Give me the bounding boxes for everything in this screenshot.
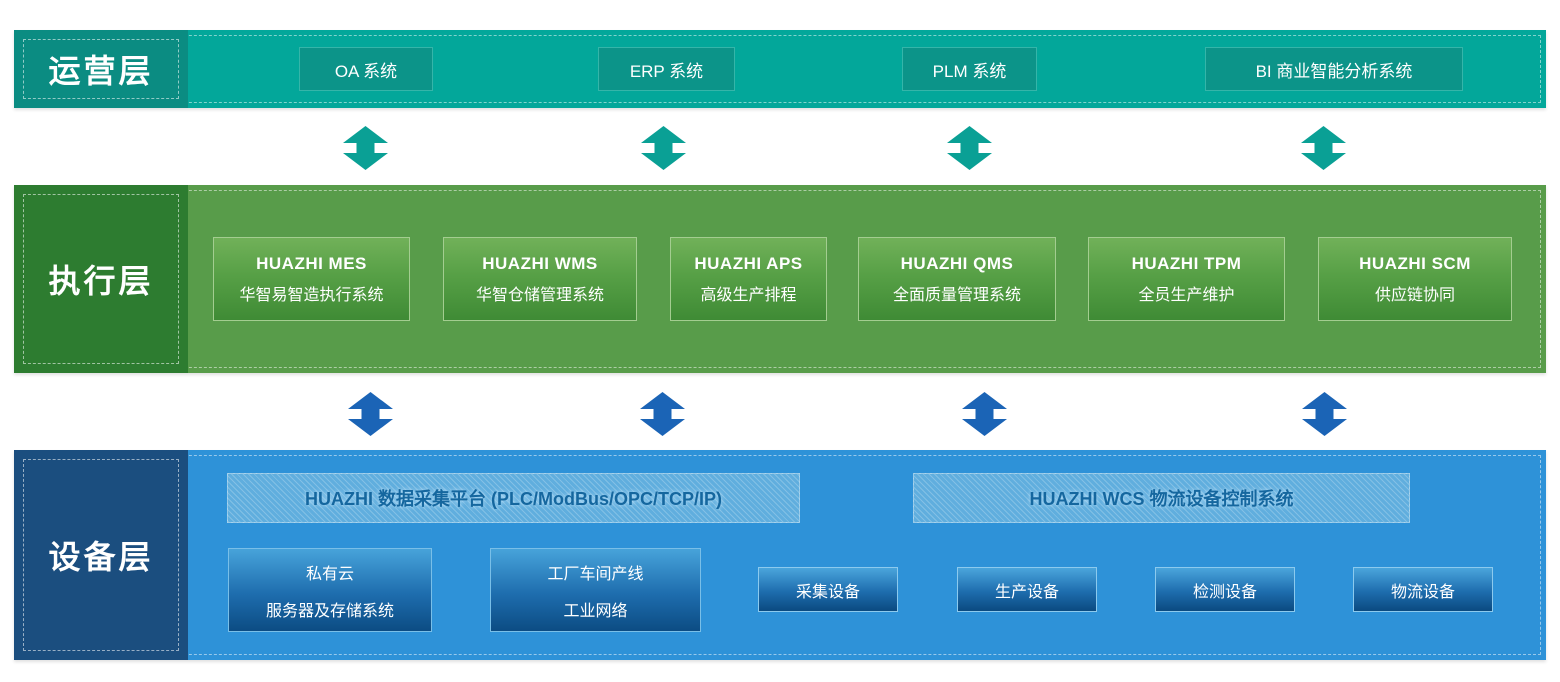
platform-banner-data-collection: HUAZHI 数据采集平台 (PLC/ModBus/OPC/TCP/IP) <box>227 473 800 523</box>
system-box-erp: ERP 系统 <box>598 47 735 91</box>
operations-layer-label: 运营层 <box>14 30 188 108</box>
up-down-arrow-icon <box>348 392 393 436</box>
execution-card-mes-title: HUAZHI MES <box>256 253 367 273</box>
operations-layer-bar: 运营层 OA 系统 ERP 系统 PLM 系统 BI 商业智能分析系统 <box>14 30 1546 108</box>
system-box-oa-label: OA 系统 <box>334 61 398 81</box>
execution-card-aps-title: HUAZHI APS <box>694 253 803 273</box>
device-layer-bar: 设备层 HUAZHI 数据采集平台 (PLC/ModBus/OPC/TCP/IP… <box>14 450 1546 660</box>
infra-card-private-cloud: 私有云 服务器及存储系统 <box>228 548 432 632</box>
device-box-inspection-label: 检测设备 <box>1192 583 1257 601</box>
execution-card-scm: HUAZHI SCM 供应链协同 <box>1318 237 1512 321</box>
up-down-arrow-icon <box>962 392 1007 436</box>
device-box-collection: 采集设备 <box>758 567 898 612</box>
operations-layer-label-text: 运营层 <box>48 53 154 89</box>
infra-card-factory-network-line1: 工厂车间产线 <box>547 565 644 583</box>
execution-layer-label: 执行层 <box>14 185 188 373</box>
execution-card-tpm-title: HUAZHI TPM <box>1131 253 1242 273</box>
up-down-arrow-icon <box>343 126 388 170</box>
execution-card-wms-subtitle: 华智仓储管理系统 <box>475 286 604 304</box>
up-down-arrow-icon <box>640 392 685 436</box>
device-box-production-label: 生产设备 <box>994 583 1059 601</box>
execution-card-qms-subtitle: 全面质量管理系统 <box>892 286 1021 304</box>
device-box-logistics-label: 物流设备 <box>1390 583 1455 601</box>
execution-card-scm-title: HUAZHI SCM <box>1359 253 1471 273</box>
infra-card-factory-network: 工厂车间产线 工业网络 <box>490 548 701 632</box>
execution-card-qms-title: HUAZHI QMS <box>900 253 1014 273</box>
device-layer-label-text: 设备层 <box>48 539 154 575</box>
up-down-arrow-icon <box>947 126 992 170</box>
execution-card-wms-title: HUAZHI WMS <box>482 253 598 273</box>
system-box-plm: PLM 系统 <box>902 47 1037 91</box>
execution-card-wms: HUAZHI WMS 华智仓储管理系统 <box>443 237 637 321</box>
up-down-arrow-icon <box>1301 126 1346 170</box>
device-box-production: 生产设备 <box>957 567 1097 612</box>
up-down-arrow-icon <box>1302 392 1347 436</box>
execution-card-aps: HUAZHI APS 高级生产排程 <box>670 237 827 321</box>
system-box-bi: BI 商业智能分析系统 <box>1205 47 1463 91</box>
execution-card-scm-subtitle: 供应链协同 <box>1374 286 1455 304</box>
execution-card-tpm-subtitle: 全员生产维护 <box>1138 286 1235 304</box>
execution-card-mes: HUAZHI MES 华智易智造执行系统 <box>213 237 410 321</box>
execution-layer-label-text: 执行层 <box>48 263 154 299</box>
execution-layer-bar: 执行层 HUAZHI MES 华智易智造执行系统 HUAZHI WMS 华智仓储… <box>14 185 1546 373</box>
infra-card-private-cloud-line2: 服务器及存储系统 <box>265 602 394 620</box>
device-box-logistics: 物流设备 <box>1353 567 1493 612</box>
execution-card-mes-subtitle: 华智易智造执行系统 <box>239 286 384 304</box>
execution-card-tpm: HUAZHI TPM 全员生产维护 <box>1088 237 1285 321</box>
up-down-arrow-icon <box>641 126 686 170</box>
system-box-bi-label: BI 商业智能分析系统 <box>1255 61 1413 81</box>
system-box-erp-label: ERP 系统 <box>629 61 704 81</box>
device-layer-label: 设备层 <box>14 450 188 660</box>
device-box-inspection: 检测设备 <box>1155 567 1295 612</box>
platform-banner-wcs: HUAZHI WCS 物流设备控制系统 <box>913 473 1410 523</box>
execution-card-aps-subtitle: 高级生产排程 <box>700 286 797 304</box>
system-box-oa: OA 系统 <box>299 47 433 91</box>
device-box-collection-label: 采集设备 <box>795 583 860 601</box>
platform-banner-data-collection-label: HUAZHI 数据采集平台 (PLC/ModBus/OPC/TCP/IP) <box>305 489 722 509</box>
system-box-plm-label: PLM 系统 <box>932 61 1007 81</box>
platform-banner-wcs-label: HUAZHI WCS 物流设备控制系统 <box>1029 489 1294 509</box>
infra-card-private-cloud-line1: 私有云 <box>305 565 354 583</box>
execution-card-qms: HUAZHI QMS 全面质量管理系统 <box>858 237 1056 321</box>
infra-card-factory-network-line2: 工业网络 <box>563 602 628 620</box>
